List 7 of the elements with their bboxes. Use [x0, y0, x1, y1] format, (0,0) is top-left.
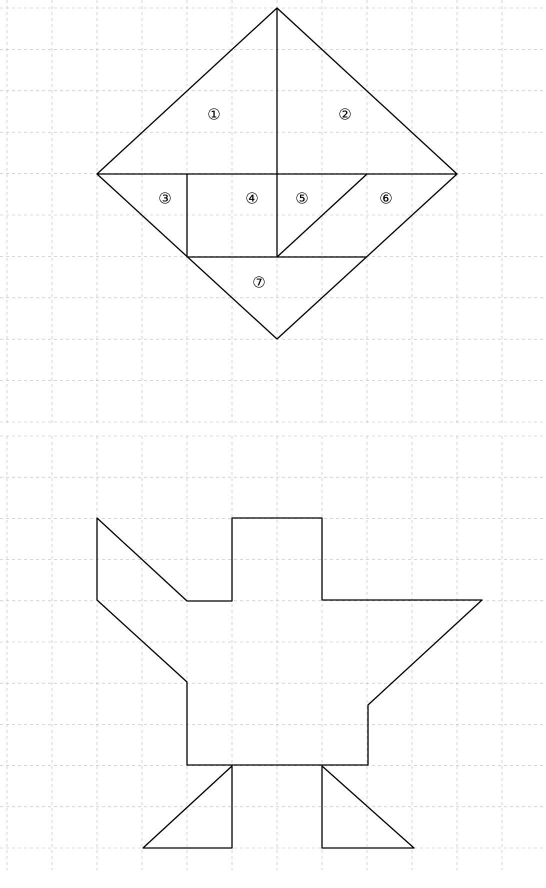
piece-number: ④	[246, 192, 258, 204]
piece-number: ⑥	[380, 192, 392, 204]
piece-number: ①	[208, 108, 220, 120]
piece-number: ②	[339, 108, 351, 120]
piece-number: ③	[159, 192, 171, 204]
piece-number: ⑤	[296, 192, 308, 204]
piece-number: ⑦	[253, 276, 265, 288]
